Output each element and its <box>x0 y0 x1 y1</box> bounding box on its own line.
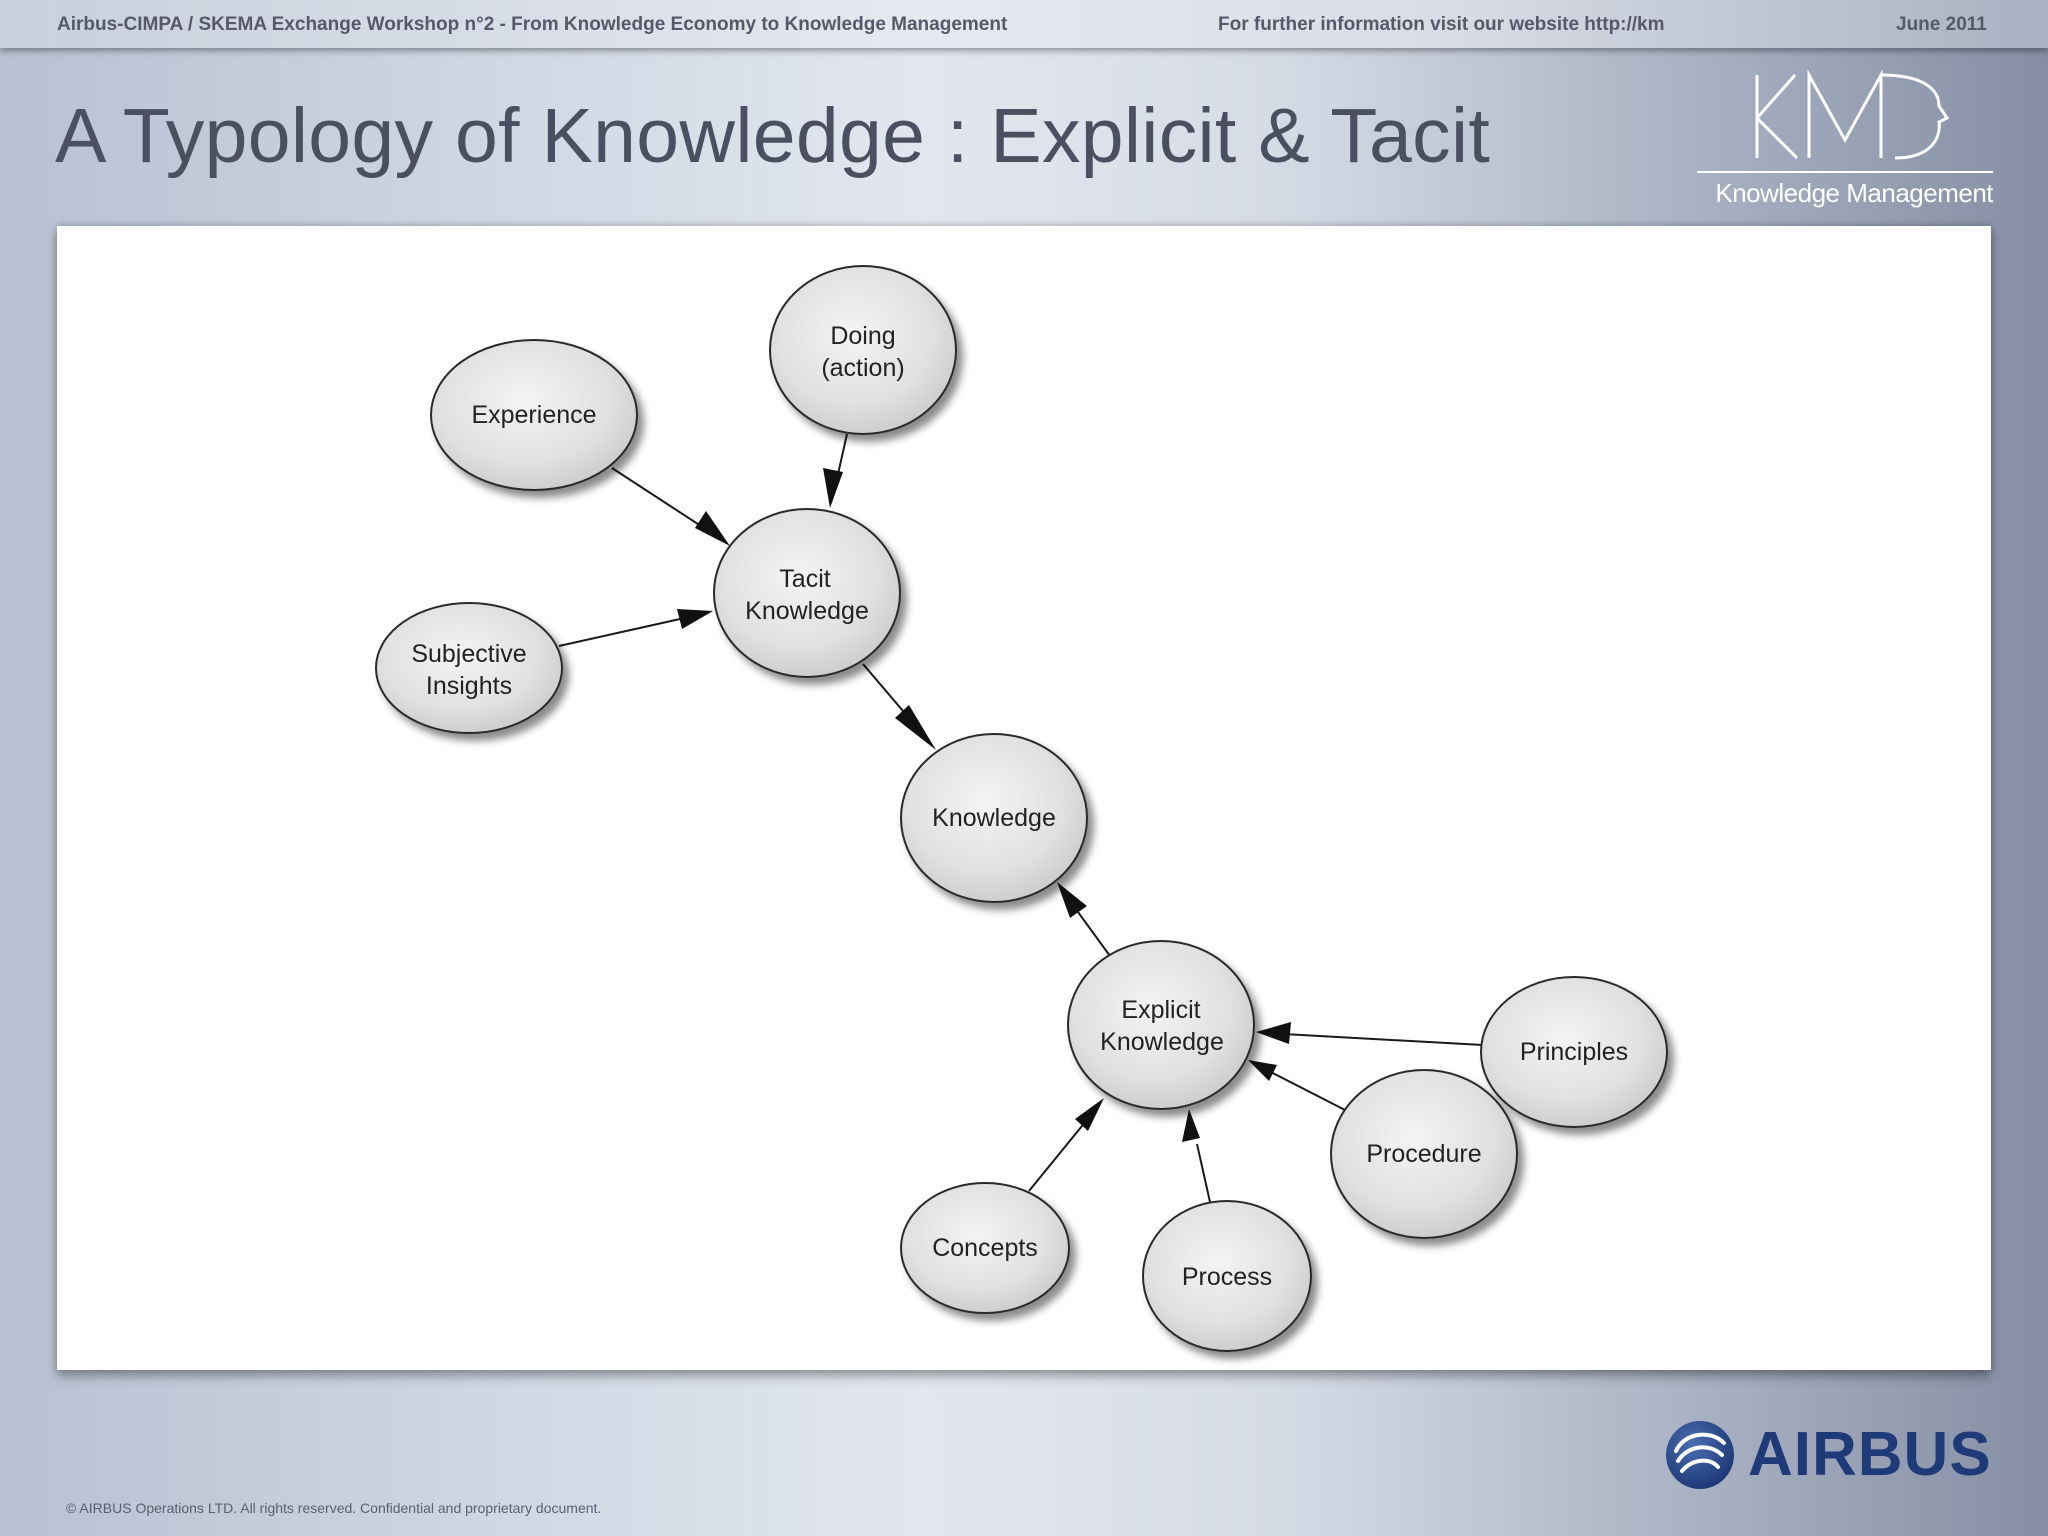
airbus-swirl-icon <box>1666 1421 1734 1489</box>
arrowhead-doing-tacit <box>823 468 843 508</box>
slide-title: A Typology of Knowledge : Explicit & Tac… <box>55 93 1491 179</box>
workshop-title: Airbus-CIMPA / SKEMA Exchange Workshop n… <box>57 14 1008 35</box>
km-logo-caption: Knowledge Management <box>1715 178 1993 208</box>
node-explicit-label-line1: Explicit <box>1121 996 1200 1024</box>
arrowhead-concepts-explicit <box>1075 1098 1104 1131</box>
node-procedure: Procedure <box>1330 1069 1518 1239</box>
node-subjective-shape <box>375 602 563 734</box>
header-bar: Airbus-CIMPA / SKEMA Exchange Workshop n… <box>0 0 2048 48</box>
km-logo: Knowledge Management <box>1695 69 1995 220</box>
node-subjective-insights: Subjective Insights <box>375 602 563 734</box>
node-explicit-knowledge-shape <box>1067 940 1255 1110</box>
arrowhead-experience-tacit <box>695 511 730 546</box>
edge-principles-explicit <box>1264 1032 1484 1046</box>
website-info: For further information visit our websit… <box>1218 14 1665 35</box>
copyright-notice: © AIRBUS Operations LTD. All rights rese… <box>66 1500 602 1516</box>
node-tacit-knowledge-shape <box>713 508 901 678</box>
node-concepts-shape <box>900 1182 1070 1314</box>
edge-tacit-knowledge <box>862 663 904 712</box>
node-doing-label-line2: (action) <box>821 354 904 382</box>
node-experience-shape <box>430 339 638 491</box>
arrowhead-explicit-knowledge <box>1057 882 1087 918</box>
node-knowledge: Knowledge <box>900 733 1088 903</box>
node-knowledge-label: Knowledge <box>932 804 1056 832</box>
diagram-panel: Doing (action) Experience Tacit Knowledg… <box>57 226 1991 1370</box>
node-principles-shape <box>1480 976 1668 1128</box>
node-tacit-knowledge: Tacit Knowledge <box>713 508 901 678</box>
node-doing: Doing (action) <box>769 265 957 435</box>
arrowhead-procedure-explicit <box>1248 1060 1277 1081</box>
arrowhead-subjective-tacit <box>677 609 713 629</box>
node-concepts-label: Concepts <box>932 1234 1038 1262</box>
node-procedure-label: Procedure <box>1366 1140 1481 1168</box>
km-logo-mark <box>1697 69 1993 173</box>
airbus-wordmark: AIRBUS <box>1748 1420 1992 1489</box>
edge-explicit-knowledge <box>1077 911 1111 957</box>
node-explicit-label-line2: Knowledge <box>1100 1028 1224 1056</box>
node-tacit-label-line2: Knowledge <box>745 597 869 625</box>
node-knowledge-shape <box>900 733 1088 903</box>
node-process-label: Process <box>1182 1263 1272 1291</box>
node-principles-label: Principles <box>1520 1038 1628 1066</box>
node-experience-label: Experience <box>471 401 596 429</box>
node-subjective-label-line1: Subjective <box>411 640 526 668</box>
knowledge-typology-diagram: Doing (action) Experience Tacit Knowledg… <box>375 265 1668 1352</box>
node-explicit-knowledge: Explicit Knowledge <box>1067 940 1255 1110</box>
airbus-logo: AIRBUS <box>1660 1415 1992 1495</box>
node-subjective-label-line2: Insights <box>426 672 512 700</box>
edge-subjective-tacit <box>558 618 681 647</box>
node-principles: Principles <box>1480 976 1668 1128</box>
arrowhead-principles-explicit <box>1256 1022 1291 1044</box>
diagram-arrowheads <box>677 468 1291 1142</box>
node-doing-shape <box>769 265 957 435</box>
node-doing-label-line1: Doing <box>830 322 895 350</box>
node-concepts: Concepts <box>900 1182 1070 1314</box>
presentation-date: June 2011 <box>1896 14 1987 35</box>
arrowhead-process-explicit <box>1182 1109 1200 1142</box>
arrowhead-tacit-knowledge <box>895 705 936 750</box>
edge-process-explicit <box>1196 1143 1211 1203</box>
node-process-shape <box>1142 1200 1312 1352</box>
node-procedure-shape <box>1330 1069 1518 1239</box>
node-experience: Experience <box>430 339 638 491</box>
node-process: Process <box>1142 1200 1312 1352</box>
node-tacit-label-line1: Tacit <box>779 565 830 593</box>
edge-procedure-explicit <box>1258 1065 1348 1112</box>
